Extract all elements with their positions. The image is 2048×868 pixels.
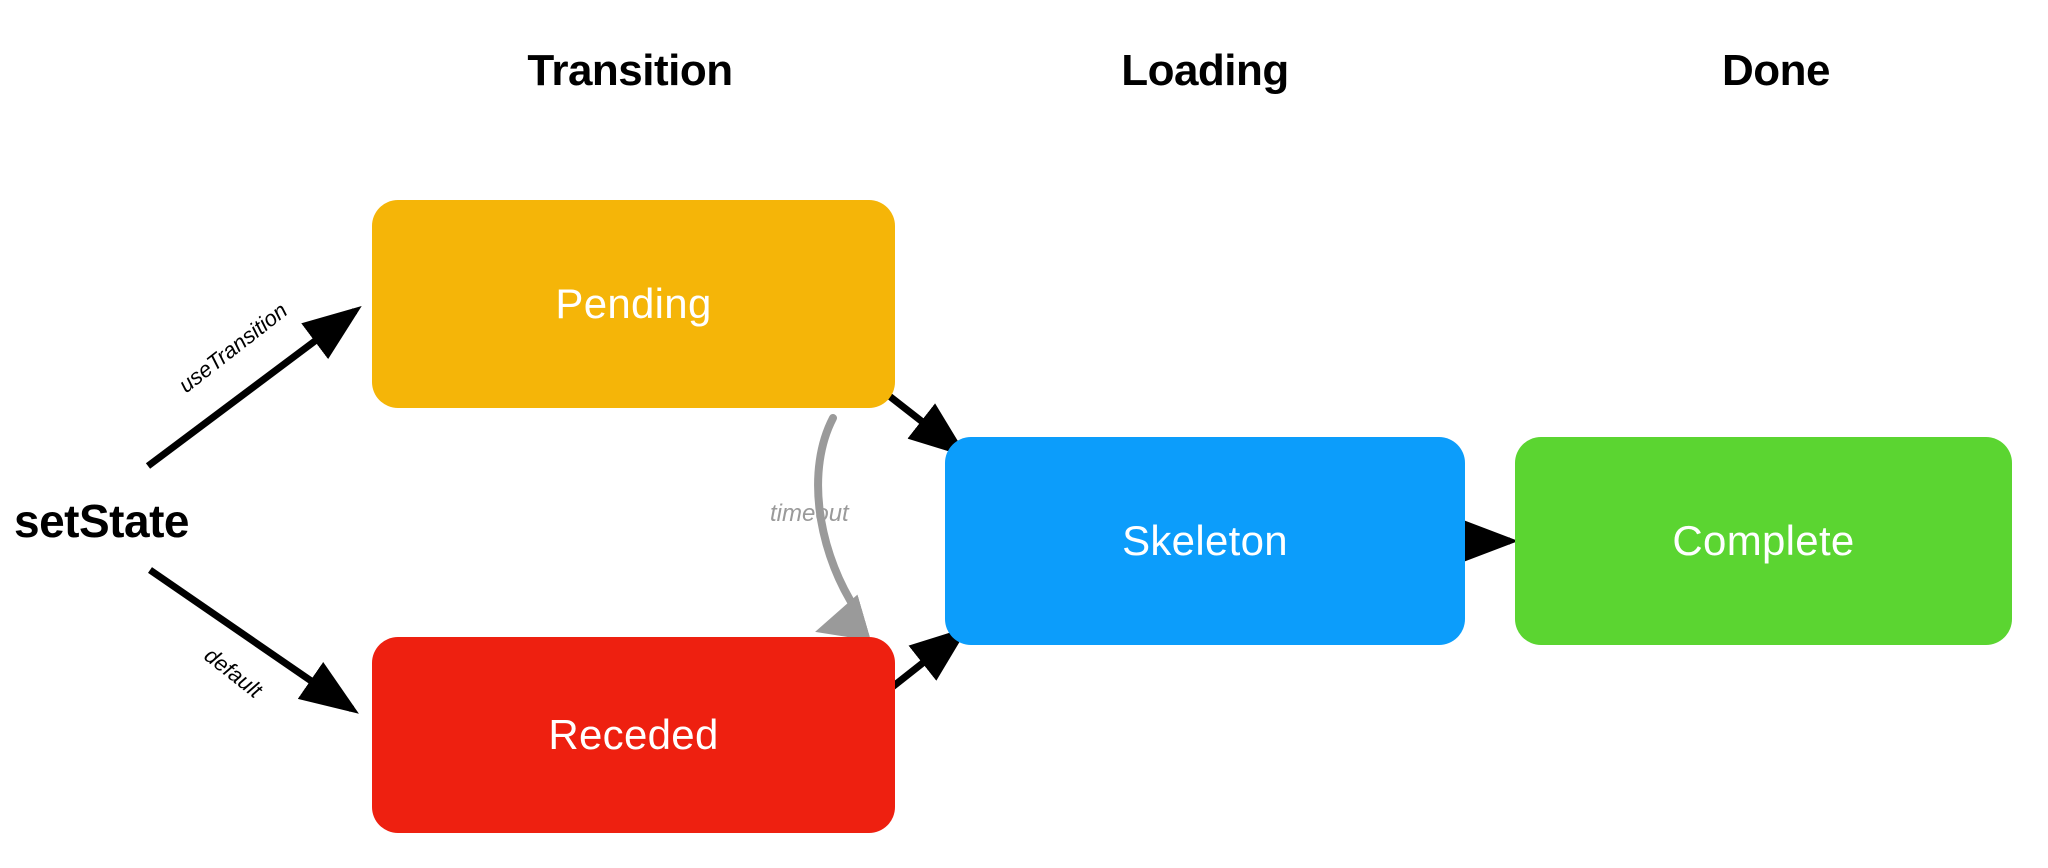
setstate-source-label: setState: [14, 495, 189, 547]
edge-label-default: default: [199, 642, 268, 703]
state-node-receded[interactable]: Receded: [372, 637, 895, 833]
state-node-pending[interactable]: Pending: [372, 200, 895, 408]
edge-receded-to-skeleton: [883, 626, 969, 695]
edge-pending-to-skeleton: [885, 392, 968, 458]
state-node-complete[interactable]: Complete: [1515, 437, 2012, 645]
column-header-transition: Transition: [527, 46, 733, 95]
edge-label-usetransition: useTransition: [173, 297, 292, 398]
edge-label-timeout: timeout: [770, 500, 849, 527]
state-node-skeleton[interactable]: Skeleton: [945, 437, 1465, 645]
column-header-loading: Loading: [1121, 46, 1289, 95]
column-header-done: Done: [1722, 46, 1831, 95]
